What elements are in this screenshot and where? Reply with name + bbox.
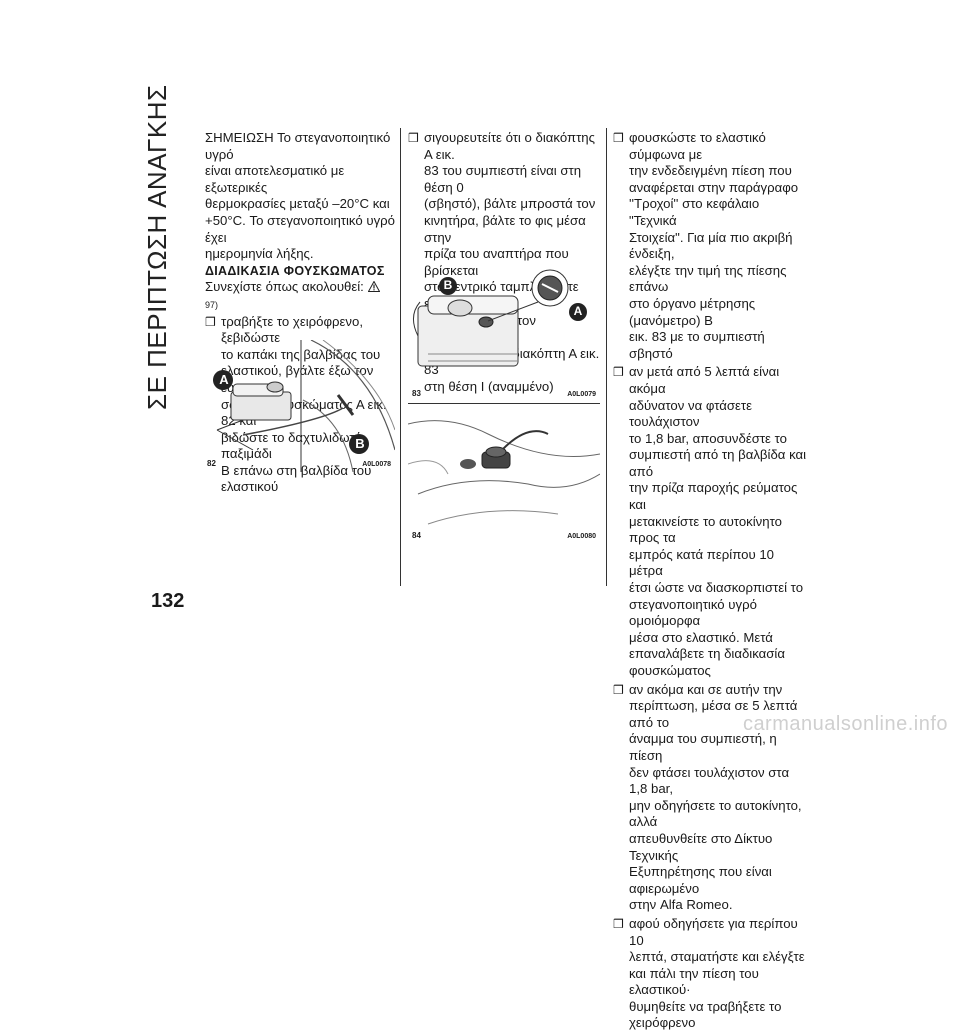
text-line: την ενδεδειγμένη πίεση που [629, 163, 792, 179]
list-item: αφού οδηγήσετε για περίπου 10 λεπτά, στα… [613, 916, 808, 1032]
watermark: carmanualsonline.info [742, 713, 948, 735]
text-line: έτσι ώστε να διασκορπιστεί το [629, 580, 804, 596]
reference-number: 97) [205, 299, 219, 310]
compressor-valve-illustration [213, 339, 396, 473]
section-title-text: ΣΕ ΠΕΡΙΠΤΩΣΗ ΑΝΑΓΚΗΣ [142, 84, 172, 410]
text-line: στεγανοποιητικό υγρό ομοιόμορφα [629, 596, 757, 629]
text-line: +50°C. Το στεγανοποιητικό υγρό έχει [205, 212, 396, 245]
text-line: ΣΗΜΕΙΩΣΗ Το στεγανοποιητικό υγρό [205, 130, 391, 162]
page-number: 132 [151, 590, 185, 612]
text-line: εικ. 83 με το συμπιεστή σβηστό [629, 329, 765, 361]
text-line: φουσκώστε το ελαστικό σύμφωνα με [629, 130, 766, 162]
text-line: κινητήρα, βάλτε το φις μέσα στην [424, 212, 586, 245]
text-line: άναμμα του συμπιεστή, η πίεση [629, 731, 777, 763]
text-line: τραβήξτε το χειρόφρενο, ξεβιδώστε [221, 313, 364, 346]
text-line: δεν φτάσει τουλάχιστον στα 1,8 bar, [629, 764, 790, 797]
callout-a: A [573, 304, 583, 318]
intro-line: Συνεχίστε όπως ακολουθεί: 97) [205, 279, 395, 313]
text-line: (σβηστό), βάλτε μπροστά τον [424, 196, 596, 212]
text-line: χειρόφρενο [629, 1015, 696, 1031]
text-line: ελέγξτε την τιμή της πίεσης επάνω [629, 262, 787, 295]
text-line: αφού οδηγήσετε για περίπου 10 [629, 915, 798, 948]
column-separator-1 [400, 128, 401, 586]
text-line: στην Alfa Romeo. [629, 897, 733, 913]
intro-text: Συνεχίστε όπως ακολουθεί: [205, 279, 364, 295]
text-line: συμπιεστή από τη βαλβίδα και από [629, 447, 807, 479]
text-line: ημερομηνία λήξης. [205, 246, 314, 262]
text-line: αναφέρεται στην παράγραφο [629, 179, 799, 195]
note-paragraph: ΣΗΜΕΙΩΣΗ Το στεγανοποιητικό υγρό είναι α… [205, 130, 395, 263]
dashboard-socket-illustration [407, 420, 601, 525]
text-line: λεπτά, σταματήστε και ελέγξτε [629, 949, 805, 965]
text-line: την πρίζα παροχής ρεύματος και [629, 480, 798, 513]
column-3: φουσκώστε το ελαστικό σύμφωνα με την ενδ… [613, 130, 808, 1032]
callout-b: B [355, 436, 365, 451]
text-line: Εξυπηρέτησης που είναι αφιερωμένο [629, 864, 772, 896]
text-line: και πάλι την πίεση του ελαστικού· [629, 965, 759, 998]
text-line: επαναλάβετε τη διαδικασία [629, 646, 785, 662]
figure-code: A0L0078 [362, 461, 391, 468]
text-line: βιδώστε το δαχτυλιδωτό παξιμάδι [221, 429, 362, 462]
compressor-illustration [413, 269, 587, 367]
text-line: ''Τροχοί'' στο κεφάλαιο "Τεχνικά [629, 196, 760, 228]
text-line: μην οδηγήσετε το αυτοκίνητο, αλλά [629, 797, 802, 830]
text-line: πρίζα του αναπτήρα που βρίσκεται [424, 246, 569, 278]
figure-83: B A 83 A0L0079 [408, 266, 600, 402]
text-line: Β επάνω στη βαλβίδα του ελαστικού [221, 462, 372, 495]
text-line: θερμοκρασίες μεταξύ –20°C και [205, 196, 390, 212]
text-line: αδύνατον να φτάσετε τουλάχιστον [629, 397, 753, 430]
figure-82: A B 82 A0L0078 [203, 339, 396, 473]
figure-number: 84 [412, 531, 421, 540]
figure-code: A0L0079 [567, 391, 596, 398]
section-side-title: ΣΕ ΠΕΡΙΠΤΩΣΗ ΑΝΑΓΚΗΣ [134, 84, 194, 410]
text-line: στο όργανο μέτρησης (μανόμετρο) Β [629, 295, 756, 328]
figure-84: 84 A0L0080 [407, 404, 601, 544]
column-separator-2 [606, 128, 607, 586]
text-line: αν μετά από 5 λεπτά είναι ακόμα [629, 364, 780, 396]
text-line: Στοιχεία". Για μία πιο ακριβή ένδειξη, [629, 229, 793, 262]
text-line: περίπτωση, μέσα σε 5 λεπτά από το [629, 698, 798, 730]
text-line: το 1,8 bar, αποσυνδέστε το [629, 430, 787, 446]
text-line: 83 του συμπιεστή είναι στη θέση 0 [424, 163, 582, 195]
callout-a: A [219, 372, 229, 387]
list-item: φουσκώστε το ελαστικό σύμφωνα με την ενδ… [613, 130, 808, 362]
text-line: στη θέση I (αναμμένο) [424, 378, 554, 394]
figure-divider [408, 403, 600, 404]
text-line: απευθυνθείτε στο Δίκτυο Τεχνικής [629, 830, 773, 863]
text-line: μέσα στο ελαστικό. Μετά [629, 629, 773, 645]
text-line: σιγουρευτείτε ότι ο διακόπτης Α εικ. [424, 130, 595, 162]
section-heading: ΔΙΑΔΙΚΑΣΙΑ ΦΟΥΣΚΩΜΑΤΟΣ [205, 263, 385, 278]
text-line: αν ακόμα και σε αυτήν την [629, 681, 783, 697]
text-line: εμπρός κατά περίπου 10 μέτρα [629, 546, 774, 579]
text-line: είναι αποτελεσματικό με εξωτερικές [205, 163, 345, 195]
list-item: αν μετά από 5 λεπτά είναι ακόμα αδύνατον… [613, 364, 808, 679]
figure-number: 83 [412, 389, 421, 398]
text-line: φουσκώματος [629, 663, 711, 678]
text-line: μετακινείστε το αυτοκίνητο προς τα [629, 513, 782, 546]
warning-triangle-icon [367, 281, 380, 293]
text-line: θυμηθείτε να τραβήξετε το [629, 998, 782, 1014]
callout-b: B [443, 278, 453, 292]
figure-code: A0L0080 [567, 533, 596, 540]
figure-number: 82 [207, 459, 216, 468]
